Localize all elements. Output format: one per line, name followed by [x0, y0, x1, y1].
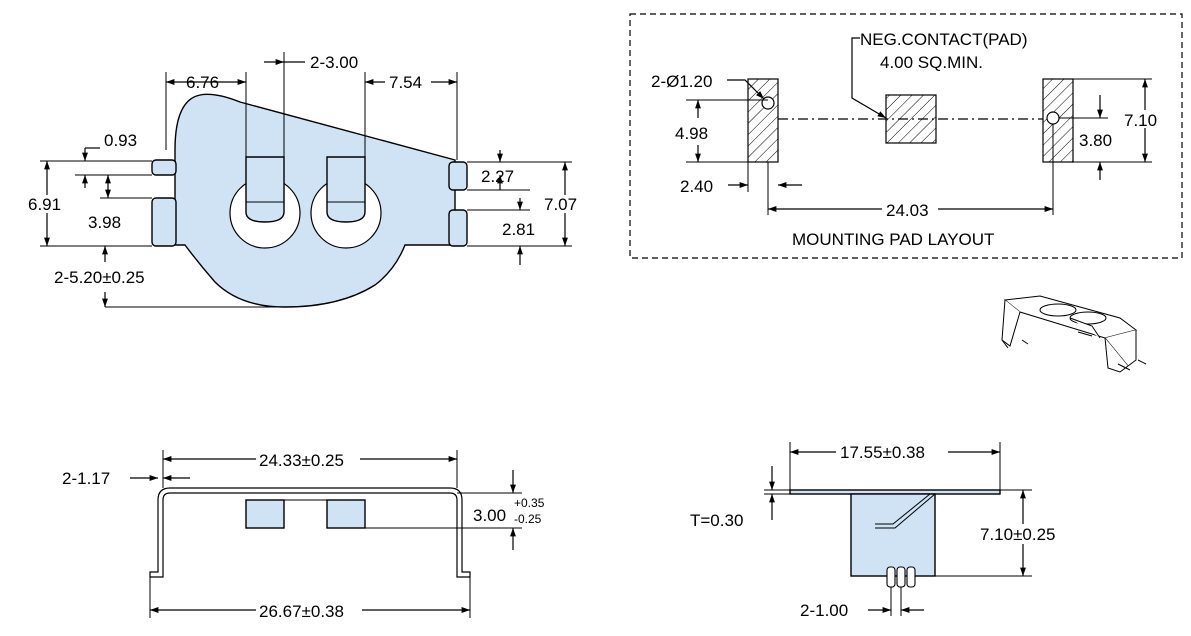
dim-24-33: 24.33±0.25 [259, 451, 344, 470]
contact-finger-right [326, 156, 366, 223]
dim-hole-dia: 2-Ø1.20 [651, 72, 712, 91]
dim-2-3-00: 2-3.00 [310, 53, 358, 72]
dim-7-54: 7.54 [389, 73, 422, 92]
side-body [850, 493, 936, 577]
neg-contact-label: NEG.CONTACT(PAD) [860, 30, 1027, 49]
left-tab-lower [151, 197, 177, 247]
dim-2-40: 2.40 [680, 177, 713, 196]
dim-3-00-tol-minus: -0.25 [514, 512, 542, 526]
dim-2-81: 2.81 [502, 220, 535, 239]
dim-3-00: 3.00 [473, 506, 506, 525]
right-tab-lower [448, 209, 468, 247]
pad-left [747, 78, 779, 163]
pad-layout-title: MOUNTING PAD LAYOUT [792, 230, 994, 249]
dim-2-27: 2.27 [481, 167, 514, 186]
top-view: 6.76 2-3.00 7.54 0.93 6.91 3.98 2-5.20±0… [28, 52, 584, 308]
right-tab-upper [448, 161, 468, 191]
dim-2-1-00: 2-1.00 [800, 601, 848, 620]
dim-3-98: 3.98 [88, 213, 121, 232]
dim-7-07: 7.07 [544, 195, 577, 214]
neg-contact-size: 4.00 SQ.MIN. [880, 53, 983, 72]
left-tab-upper [151, 159, 177, 176]
side-view: 17.55±0.38 T=0.30 7.10±0.25 2-1.00 [690, 442, 1073, 620]
pad-hole-right [1046, 111, 1060, 125]
dim-17-55: 17.55±0.38 [840, 443, 925, 462]
dim-4-98: 4.98 [675, 124, 708, 143]
pad-layout-frame [629, 13, 1183, 259]
dim-7-10-side: 7.10±0.25 [980, 525, 1056, 544]
dim-t: T=0.30 [690, 511, 743, 530]
dim-0-93: 0.93 [104, 131, 137, 150]
dim-24-03: 24.03 [886, 201, 929, 220]
contact-finger-left [245, 156, 285, 223]
dim-26-67: 26.67±0.38 [259, 602, 344, 621]
front-frame [149, 487, 471, 578]
isometric-view [1001, 295, 1147, 373]
dim-6-76: 6.76 [186, 73, 219, 92]
dim-3-80: 3.80 [1079, 131, 1112, 150]
front-view: 24.33±0.25 2-1.17 3.00 +0.35 -0.25 26.67… [62, 450, 545, 621]
dim-2-5-20: 2-5.20±0.25 [54, 268, 145, 287]
dim-2-1-17: 2-1.17 [62, 469, 110, 488]
dim-3-00-tol-plus: +0.35 [514, 496, 545, 510]
front-contact-right [326, 499, 366, 529]
mounting-pad-layout: NEG.CONTACT(PAD) 4.00 SQ.MIN. 2-Ø1.20 4.… [629, 13, 1183, 259]
front-contact-left [245, 499, 285, 529]
dim-6-91: 6.91 [28, 195, 61, 214]
dim-7-10-pad: 7.10 [1124, 111, 1157, 130]
